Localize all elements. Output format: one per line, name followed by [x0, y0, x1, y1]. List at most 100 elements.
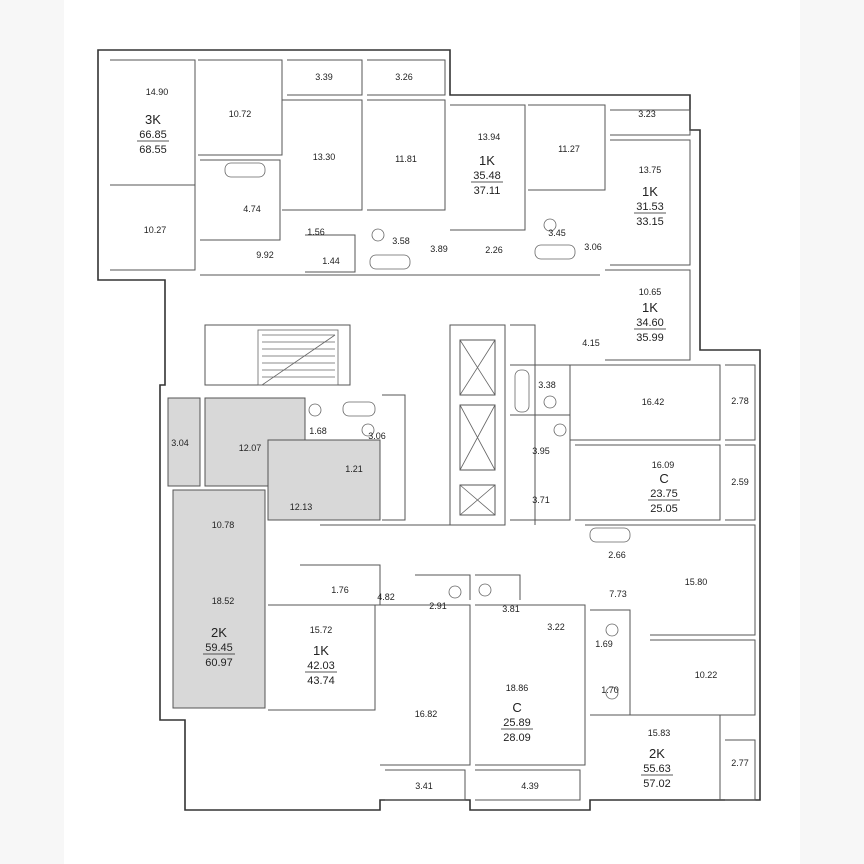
- room-area: 10.72: [229, 109, 252, 119]
- room-area: 1.21: [345, 464, 363, 474]
- room-area: 4.82: [377, 592, 395, 602]
- apartment-total-area: 35.99: [636, 332, 664, 344]
- apartment-living-area: 55.63: [643, 763, 671, 775]
- room-area: 3.23: [638, 109, 656, 119]
- apartment-total-area: 57.02: [643, 778, 671, 790]
- apartment-total-area: 43.74: [307, 675, 335, 687]
- room-area-labels: 14.90 10.72 3.39 3.26 13.30 11.81 13.94 …: [144, 72, 749, 791]
- apartment-labels: 3K 66.85 68.55 1K 35.48 37.11 1K 31.53 3…: [137, 112, 680, 790]
- room-area: 10.27: [144, 225, 167, 235]
- room-area: 1.69: [595, 639, 613, 649]
- room-area: 2.66: [608, 550, 626, 560]
- room-area: 15.83: [648, 728, 671, 738]
- apartment-total-area: 28.09: [503, 732, 531, 744]
- apartment-total-area: 25.05: [650, 503, 678, 515]
- room-area: 12.07: [239, 443, 262, 453]
- room-area: 3.41: [415, 781, 433, 791]
- right-margin: [800, 0, 864, 864]
- room-fill: [167, 397, 201, 487]
- room-area: 15.80: [685, 577, 708, 587]
- room-area: 4.15: [582, 338, 600, 348]
- room-area: 16.09: [652, 460, 675, 470]
- apartment-type: C: [659, 471, 668, 486]
- room-area: 1.44: [322, 256, 340, 266]
- apartment-type: C: [512, 700, 521, 715]
- room-area: 10.65: [639, 287, 662, 297]
- room-area: 4.39: [521, 781, 539, 791]
- apartment-living-area: 23.75: [650, 488, 678, 500]
- room-area: 3.39: [315, 72, 333, 82]
- room-area: 3.81: [502, 604, 520, 614]
- room-area: 1.56: [307, 227, 325, 237]
- apartment-total-area: 68.55: [139, 144, 167, 156]
- apartment-type: 1K: [479, 153, 495, 168]
- room-area: 3.04: [171, 438, 189, 448]
- room-area: 3.71: [532, 495, 550, 505]
- room-area: 1.76: [331, 585, 349, 595]
- room-area: 3.26: [395, 72, 413, 82]
- room-fill: [267, 439, 381, 521]
- room-area: 3.22: [547, 622, 565, 632]
- apartment-label: C 25.89 28.09: [501, 700, 533, 744]
- apartment-label: 1K 34.60 35.99: [634, 300, 666, 344]
- room-area: 2.26: [485, 245, 503, 255]
- room-area: 10.22: [695, 670, 718, 680]
- left-margin: [0, 0, 64, 864]
- room-area: 1.68: [309, 426, 327, 436]
- room-area: 11.27: [558, 144, 580, 154]
- apartment-living-area: 34.60: [636, 317, 664, 329]
- apartment-label: 1K 35.48 37.11: [471, 153, 503, 197]
- highlighted-apartment-2k[interactable]: [167, 397, 381, 709]
- room-area: 4.74: [243, 204, 261, 214]
- room-area: 10.78: [212, 520, 235, 530]
- apartment-living-area: 42.03: [307, 660, 335, 672]
- apartment-total-area: 33.15: [636, 216, 664, 228]
- room-area: 18.52: [212, 596, 235, 606]
- bathroom-fixtures: [224, 162, 631, 700]
- room-area: 2.59: [731, 477, 749, 487]
- apartment-type: 1K: [313, 643, 329, 658]
- apartment-living-area: 31.53: [636, 201, 664, 213]
- apartment-label: 2K 59.45 60.97: [203, 625, 235, 669]
- room-area: 3.89: [430, 244, 448, 254]
- room-area: 13.30: [313, 152, 336, 162]
- elevator-shafts: [459, 339, 496, 516]
- room-area: 15.72: [310, 625, 333, 635]
- apartment-label: 1K 42.03 43.74: [305, 643, 337, 687]
- room-area: 13.75: [639, 165, 662, 175]
- apartment-label: 2K 55.63 57.02: [641, 746, 673, 790]
- room-area: 2.77: [731, 758, 749, 768]
- apartment-type: 2K: [211, 625, 227, 640]
- apartment-label: 3K 66.85 68.55: [137, 112, 169, 156]
- room-area: 3.06: [584, 242, 602, 252]
- room-area: 3.38: [538, 380, 556, 390]
- apartment-total-area: 37.11: [474, 185, 501, 197]
- room-area: 12.13: [290, 502, 313, 512]
- room-area: 2.78: [731, 396, 749, 406]
- room-area: 1.70: [601, 685, 619, 695]
- room-area: 11.81: [395, 154, 417, 164]
- room-area: 14.90: [146, 87, 169, 97]
- staircase: [257, 329, 339, 386]
- room-area: 3.95: [532, 446, 550, 456]
- apartment-label: C 23.75 25.05: [648, 471, 680, 515]
- room-area: 3.06: [368, 431, 386, 441]
- room-area: 2.91: [429, 601, 447, 611]
- apartment-total-area: 60.97: [205, 657, 233, 669]
- apartment-living-area: 25.89: [503, 717, 531, 729]
- interior-walls: [110, 59, 756, 801]
- room-area: 7.73: [609, 589, 627, 599]
- room-area: 16.42: [642, 397, 665, 407]
- room-area: 3.58: [392, 236, 410, 246]
- room-fill: [172, 489, 266, 709]
- room-area: 16.82: [415, 709, 438, 719]
- apartment-type: 3K: [145, 112, 161, 127]
- apartment-living-area: 66.85: [139, 129, 167, 141]
- room-area: 18.86: [506, 683, 529, 693]
- room-area: 9.92: [256, 250, 274, 260]
- apartment-type: 2K: [649, 746, 665, 761]
- apartment-label: 1K 31.53 33.15: [634, 184, 666, 228]
- room-area: 13.94: [478, 132, 501, 142]
- apartment-type: 1K: [642, 184, 658, 199]
